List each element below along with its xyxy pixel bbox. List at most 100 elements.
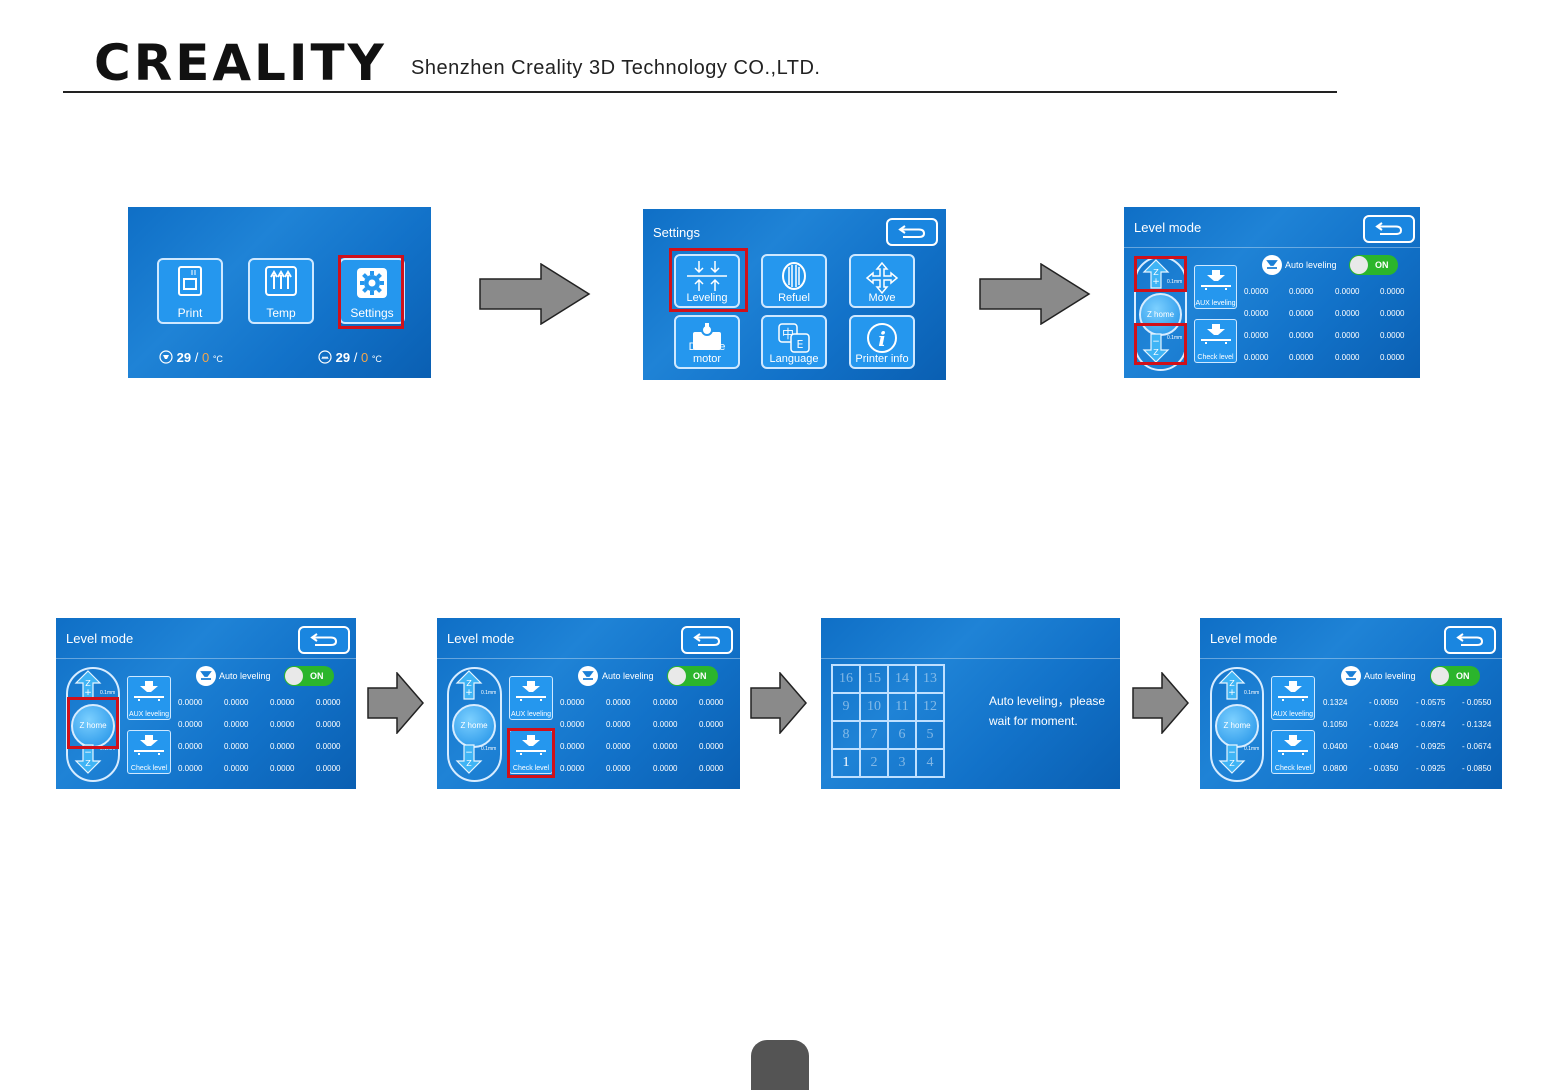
nozzle-unit: °C (212, 354, 223, 364)
mesh-value-cell: 0.0000 (178, 720, 203, 729)
z-up-button[interactable]: Z+ (1218, 670, 1258, 702)
z-home-button[interactable]: Z home (1215, 704, 1259, 748)
aux-leveling-label: AUX leveling (510, 711, 552, 718)
z-home-label: Z home (1223, 721, 1251, 730)
mesh-value-cell: 0.0000 (606, 764, 631, 773)
nozzle-temp: 29 (176, 350, 192, 365)
z-down-icon: −Z (1218, 744, 1246, 774)
back-button[interactable] (1363, 215, 1415, 243)
auto-leveling-label: Auto leveling (1285, 260, 1337, 270)
auto-leveling-toggle[interactable]: ON (1349, 255, 1398, 275)
auto-leveling-icon[interactable] (578, 666, 598, 686)
back-button[interactable] (298, 626, 350, 654)
svg-text:Z: Z (1229, 679, 1235, 688)
z-down-button[interactable]: −Z (74, 744, 114, 776)
z-up-icon: Z+ (1218, 670, 1246, 700)
auto-leveling-toggle[interactable]: ON (667, 666, 718, 686)
mesh-value-cell: 0.0000 (606, 698, 631, 707)
auto-leveling-nozzle-icon (1266, 260, 1278, 269)
probe-point: 2 (860, 749, 888, 777)
mesh-value-cell: 0.0000 (316, 720, 341, 729)
probe-point: 15 (860, 665, 888, 693)
filament-icon (782, 262, 806, 290)
svg-text:+: + (84, 688, 92, 698)
check-level-button[interactable]: Check level (1194, 319, 1237, 363)
settings-highlight (338, 255, 404, 329)
z-up-button[interactable]: Z+ (1142, 259, 1181, 291)
z-step-label-down: 0.1mm (1244, 746, 1260, 752)
svg-text:Z: Z (1153, 348, 1159, 357)
probe-point: 6 (888, 721, 916, 749)
mesh-value-cell: - 0.0850 (1462, 764, 1492, 773)
mesh-value-cell: 0.0000 (606, 720, 631, 729)
printer-info-tile[interactable]: i Printer info (849, 315, 915, 369)
z-up-button[interactable]: Z+ (455, 670, 495, 702)
mesh-value-cell: 0.0000 (270, 720, 295, 729)
page-number-tab (751, 1040, 809, 1090)
temp-tile[interactable]: Temp (248, 258, 314, 324)
mesh-value-cell: 0.0000 (224, 742, 249, 751)
auto-leveling-icon[interactable] (1341, 666, 1361, 686)
nozzle-icon (159, 350, 173, 364)
z-home-button[interactable]: Z home (71, 704, 115, 748)
auto-leveling-toggle[interactable]: ON (284, 666, 334, 686)
z-down-highlight (1134, 323, 1187, 365)
nozzle-icon (1200, 270, 1231, 290)
back-button[interactable] (1444, 626, 1496, 654)
move-tile[interactable]: Move (849, 254, 915, 308)
z-down-button[interactable]: −Z (455, 744, 495, 776)
mesh-value-cell: 0.0000 (1289, 287, 1314, 296)
toggle-knob (1431, 667, 1449, 685)
flow-arrow-2 (979, 263, 1091, 325)
language-label: Language (769, 353, 819, 365)
svg-text:−: − (1152, 337, 1160, 347)
mesh-value-cell: 0.0000 (1244, 353, 1269, 362)
z-down-button[interactable]: −Z (1142, 333, 1181, 365)
nozzle-icon (134, 735, 164, 755)
probe-point: 9 (832, 693, 860, 721)
bed-unit: °C (371, 354, 382, 364)
move-icon (865, 261, 899, 295)
mesh-value-cell: - 0.0350 (1369, 764, 1399, 773)
aux-leveling-button[interactable]: AUX leveling (1194, 265, 1237, 309)
mesh-value-cell: 0.0000 (1380, 353, 1405, 362)
check-level-button[interactable]: Check level (127, 730, 171, 774)
disable-motor-tile[interactable]: Disable motor (674, 315, 740, 369)
refuel-tile[interactable]: Refuel (761, 254, 827, 308)
aux-leveling-button[interactable]: AUX leveling (1271, 676, 1315, 720)
mesh-value-cell: 0.0000 (1335, 309, 1360, 318)
z-down-button[interactable]: −Z (1218, 744, 1258, 776)
nozzle-target: 0 (201, 350, 210, 365)
mesh-value-cell: 0.0000 (316, 742, 341, 751)
print-tile[interactable]: Print (157, 258, 223, 324)
aux-leveling-button[interactable]: AUX leveling (509, 676, 553, 720)
leveling-label: Leveling (686, 292, 728, 304)
leveling-tile[interactable]: Leveling (674, 254, 740, 308)
bed-sep: / (353, 350, 358, 365)
z-home-button[interactable]: Z home (452, 704, 496, 748)
settings-tile[interactable]: Settings (339, 258, 405, 324)
check-level-highlight (507, 728, 555, 778)
main-screen: Print Temp Settings 29 / 0 °C 29 / 0 °C (128, 207, 431, 378)
back-icon (310, 633, 338, 646)
auto-leveling-toggle[interactable]: ON (1430, 666, 1480, 686)
aux-leveling-button[interactable]: AUX leveling (127, 676, 171, 720)
check-level-label: Check level (130, 765, 168, 772)
check-level-button[interactable]: Check level (1271, 730, 1315, 774)
auto-leveling-icon[interactable] (1262, 255, 1282, 275)
temp-label: Temp (266, 306, 296, 320)
mesh-value-cell: 0.0000 (224, 720, 249, 729)
back-button[interactable] (886, 218, 938, 246)
probe-point: 14 (888, 665, 916, 693)
mesh-value-cell: - 0.0925 (1416, 742, 1446, 751)
auto-leveling-icon[interactable] (196, 666, 216, 686)
flow-arrow-1 (479, 263, 591, 325)
mesh-value-cell: 0.0000 (178, 698, 203, 707)
aux-leveling-label: AUX leveling (128, 711, 170, 718)
mesh-value-cell: - 0.1324 (1462, 720, 1492, 729)
back-button[interactable] (681, 626, 733, 654)
probe-point: 11 (888, 693, 916, 721)
